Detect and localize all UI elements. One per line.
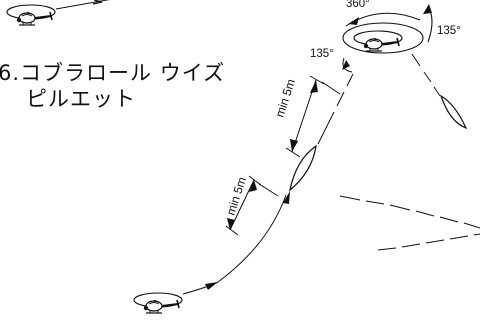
dimension-upper bbox=[285, 75, 341, 158]
rotor-disc-icon bbox=[342, 22, 424, 54]
helicopter-icon-top-left bbox=[6, 0, 110, 26]
dimension-lower bbox=[225, 175, 279, 236]
distance-label-lower: min 5m bbox=[224, 175, 249, 217]
arrowhead-icon bbox=[205, 282, 218, 290]
maneuver-title-line-2: ピルエット bbox=[26, 87, 136, 111]
helicopter-icon-pirouette bbox=[342, 4, 433, 73]
dashed-descent-line bbox=[411, 53, 441, 97]
dashed-reference-line-lower bbox=[377, 233, 480, 251]
maneuver-title-line-1: 6.コブラロール ウイズ bbox=[0, 61, 226, 85]
dashed-reference-line bbox=[339, 195, 480, 229]
helicopter-icon-bottom-left bbox=[133, 281, 219, 314]
dashed-climb-line bbox=[317, 73, 354, 145]
arrowhead-icon bbox=[92, 0, 103, 5]
angle-label-left: 135° bbox=[310, 48, 334, 60]
lens-marker-icon bbox=[439, 94, 468, 130]
distance-label-upper: min 5m bbox=[273, 77, 298, 119]
arrowhead-icon bbox=[283, 191, 290, 204]
lens-marker-icon bbox=[289, 144, 317, 192]
flight-path-lower bbox=[217, 194, 287, 283]
rotation-label: 360° bbox=[346, 0, 370, 10]
angle-label-right: 135° bbox=[437, 25, 461, 37]
